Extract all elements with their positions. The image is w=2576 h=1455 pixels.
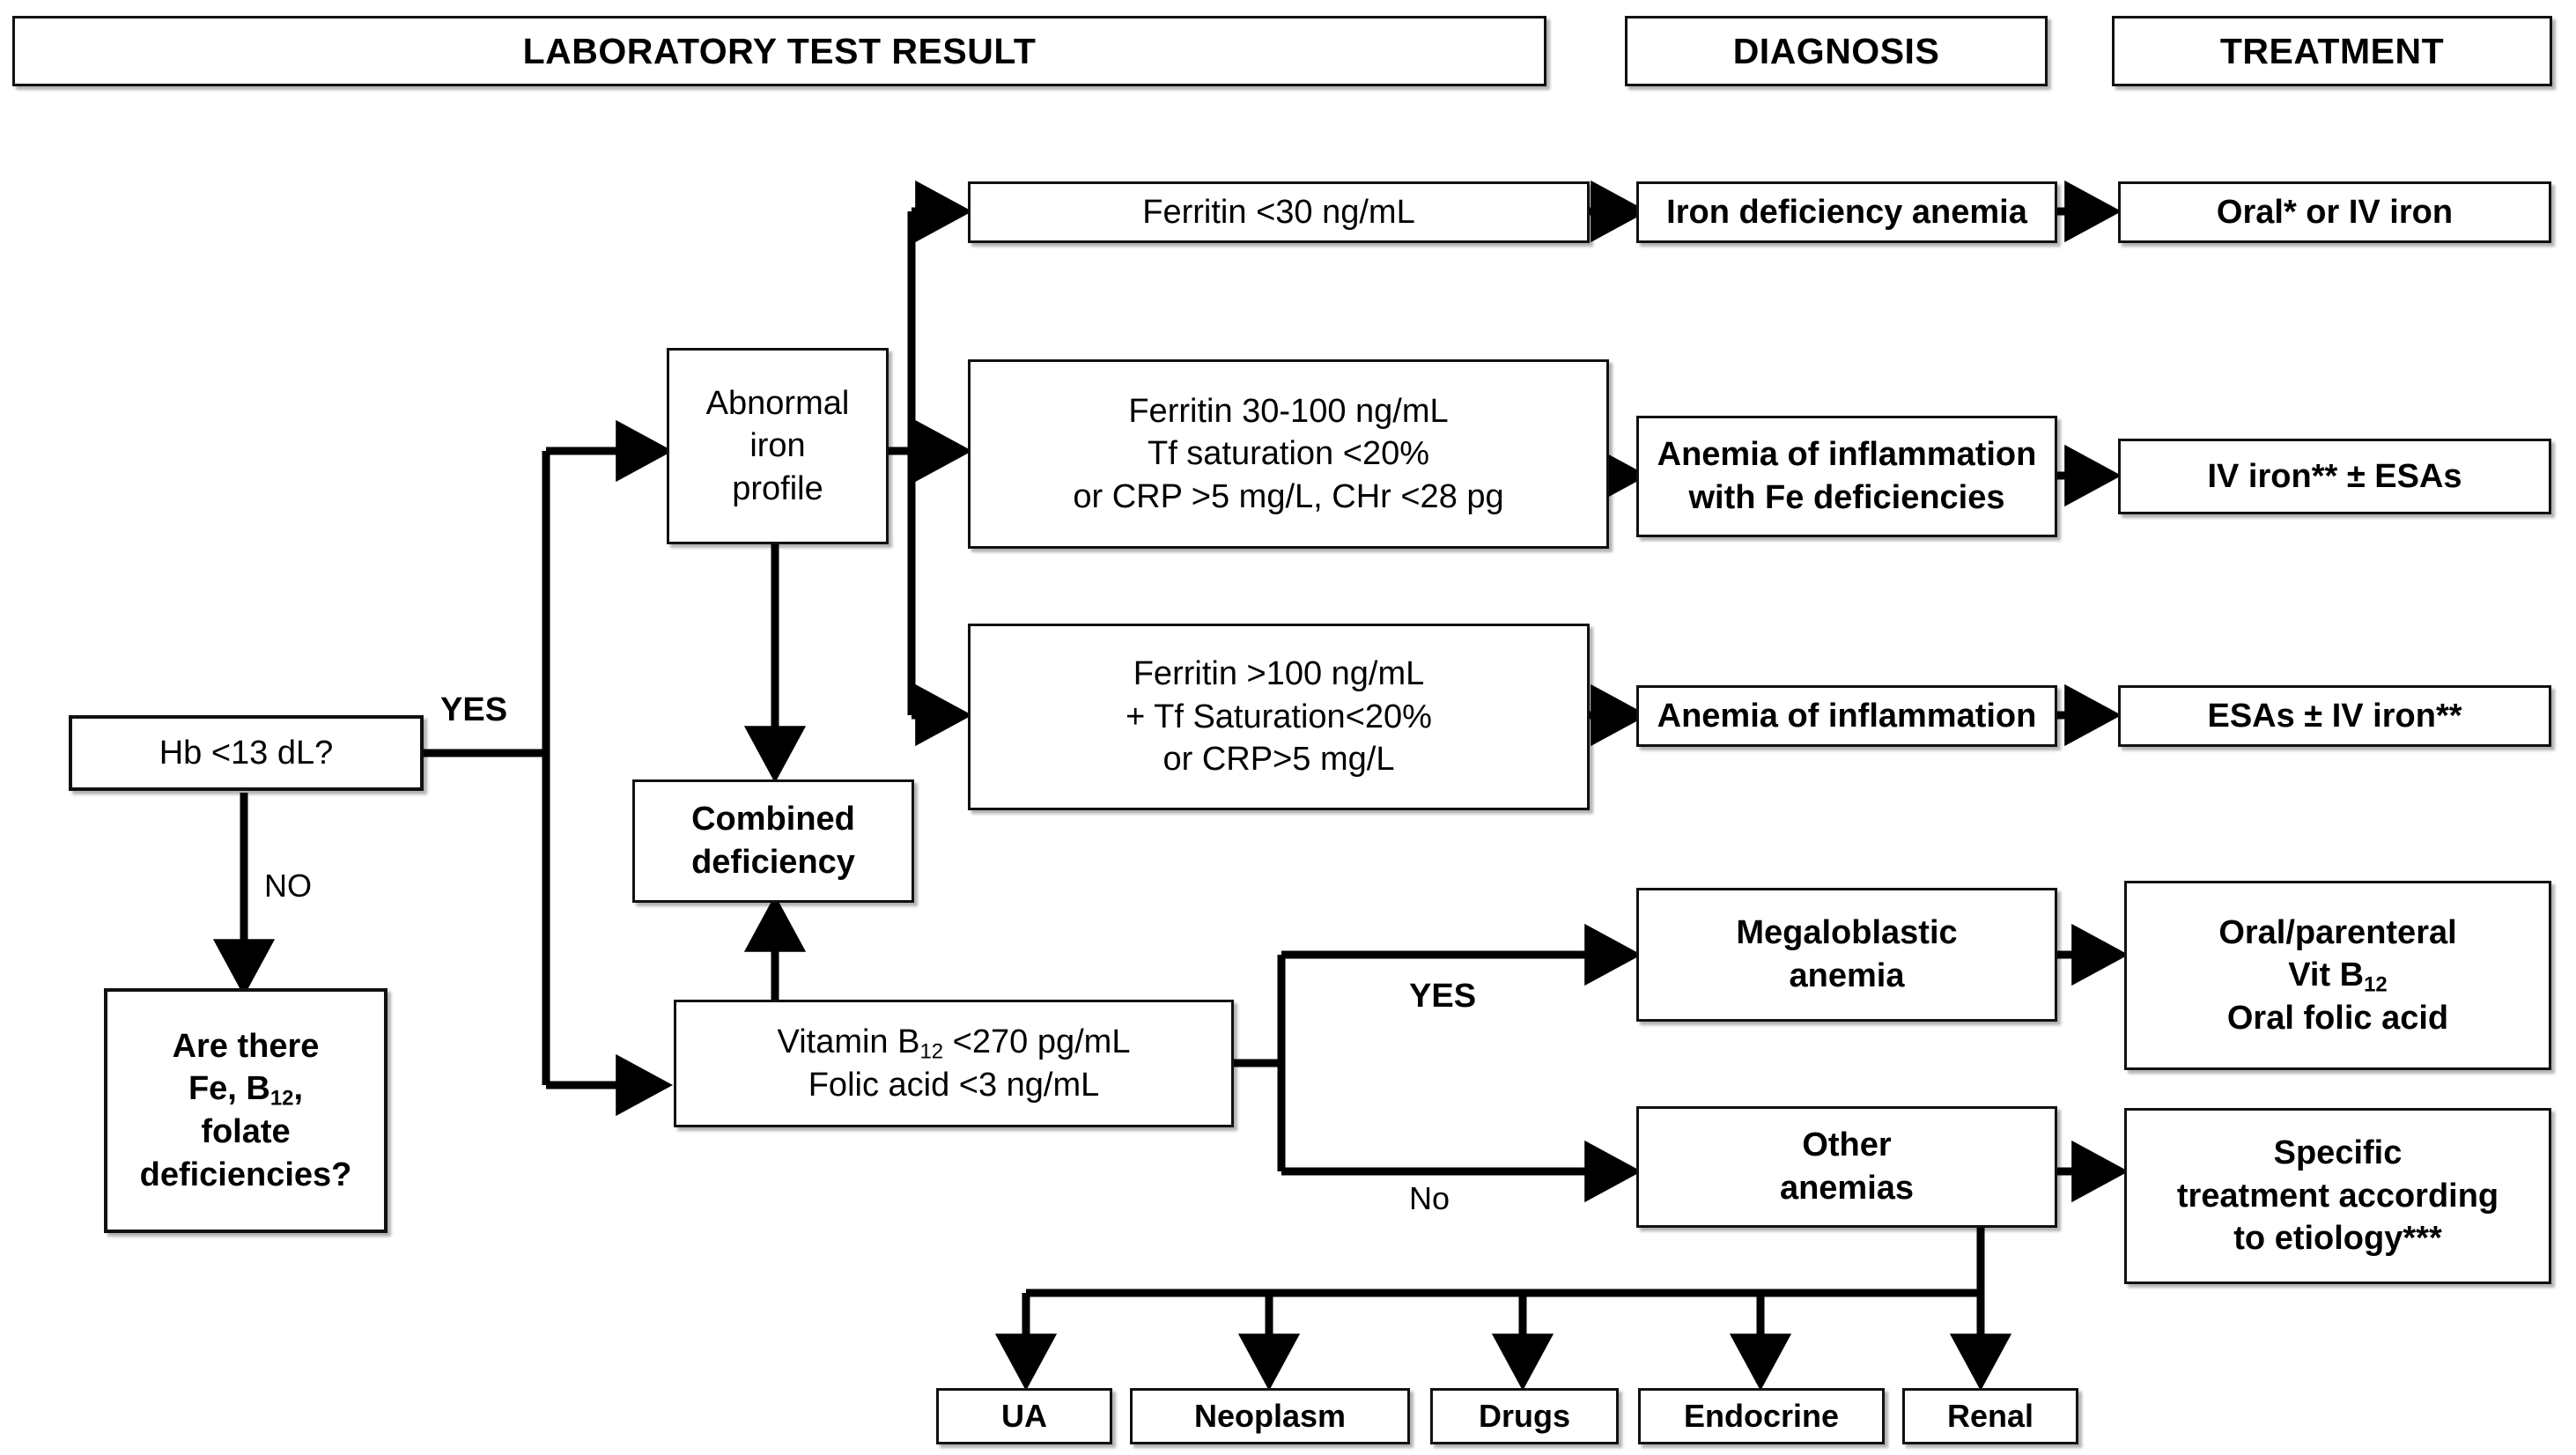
node-treatment-iv-iron-esas-label: IV iron** ± ESAs [2207, 457, 2462, 495]
node-ferritin-low[interactable]: Ferritin <30 ng/mL [968, 181, 1590, 243]
edge-label-yes-hb: YES [440, 691, 508, 728]
column-header-laboratory: LABORATORY TEST RESULT [12, 16, 1546, 86]
node-diagnosis-other-anemias-line1: Other [1802, 1126, 1892, 1164]
node-ferritin-high-line3: or CRP>5 mg/L [1163, 741, 1395, 779]
edge-label-yes-b12: YES [1409, 978, 1477, 1015]
node-abnormal-iron-profile-line1: Abnormal [705, 384, 850, 422]
node-ferritin-mid-line3: or CRP >5 mg/L, CHr <28 pg [1073, 477, 1504, 515]
node-treatment-oral-iv-iron-label: Oral* or IV iron [2216, 193, 2454, 231]
node-combined-deficiency-line2: deficiency [691, 844, 855, 881]
node-etiology-renal[interactable]: Renal [1902, 1388, 2078, 1444]
node-etiology-ua-label: UA [1001, 1397, 1047, 1434]
node-hb-question-label: Hb <13 dL? [159, 734, 334, 772]
column-header-treatment: TREATMENT [2112, 16, 2552, 86]
node-vitamin-b12-folate[interactable]: Vitamin B12 <270 pg/mL Folic acid <3 ng/… [674, 1000, 1234, 1127]
node-ferritin-mid-line2: Tf saturation <20% [1147, 435, 1429, 473]
node-ferritin-high-line2: + Tf Saturation<20% [1126, 698, 1432, 735]
node-treatment-vitamin-b12-line2: Vit B12 [2288, 956, 2388, 997]
node-deficiency-question-line4: deficiencies? [139, 1156, 352, 1193]
node-treatment-iv-iron-esas[interactable]: IV iron** ± ESAs [2118, 439, 2551, 514]
node-vitamin-b12-line2: Folic acid <3 ng/mL [808, 1066, 1100, 1104]
node-ferritin-high-line1: Ferritin >100 ng/mL [1133, 655, 1425, 693]
column-header-diagnosis-label: DIAGNOSIS [1732, 30, 1940, 71]
node-treatment-esas-iv-iron-label: ESAs ± IV iron** [2207, 697, 2462, 735]
node-etiology-endocrine[interactable]: Endocrine [1638, 1388, 1885, 1444]
node-diagnosis-other-anemias-line2: anemias [1779, 1170, 1915, 1207]
node-abnormal-iron-profile-line2: iron [749, 427, 806, 465]
node-treatment-esas-iv-iron[interactable]: ESAs ± IV iron** [2118, 685, 2551, 747]
node-deficiency-question-line2: Fe, B12, [188, 1070, 304, 1112]
node-etiology-renal-label: Renal [1946, 1397, 2034, 1434]
node-etiology-endocrine-label: Endocrine [1683, 1397, 1840, 1434]
node-treatment-oral-iv-iron[interactable]: Oral* or IV iron [2118, 181, 2551, 243]
node-ferritin-mid[interactable]: Ferritin 30-100 ng/mL Tf saturation <20%… [968, 359, 1609, 549]
node-etiology-neoplasm-label: Neoplasm [1193, 1397, 1347, 1434]
edge-label-no-hb: NO [264, 868, 312, 904]
node-deficiency-question-line1: Are there [172, 1027, 320, 1065]
node-diagnosis-iron-deficiency-anemia[interactable]: Iron deficiency anemia [1636, 181, 2057, 243]
node-abnormal-iron-profile-line3: profile [732, 469, 823, 507]
node-treatment-specific-etiology[interactable]: Specific treatment according to etiology… [2124, 1108, 2551, 1284]
node-diagnosis-megaloblastic-anemia[interactable]: Megaloblastic anemia [1636, 888, 2057, 1022]
node-diagnosis-other-anemias[interactable]: Other anemias [1636, 1106, 2057, 1228]
column-header-laboratory-label: LABORATORY TEST RESULT [522, 30, 1037, 71]
node-treatment-vitamin-b12[interactable]: Oral/parenteral Vit B12 Oral folic acid [2124, 881, 2551, 1070]
node-treatment-specific-etiology-line1: Specific [2273, 1134, 2403, 1172]
node-ferritin-low-label: Ferritin <30 ng/mL [1142, 193, 1415, 231]
edge-label-no-b12: No [1409, 1180, 1450, 1216]
node-diagnosis-anemia-inflammation-fe-line2: with Fe deficiencies [1688, 479, 2005, 516]
node-ferritin-high[interactable]: Ferritin >100 ng/mL + Tf Saturation<20% … [968, 624, 1590, 810]
node-diagnosis-anemia-inflammation-fe-line1: Anemia of inflammation [1657, 436, 2037, 474]
node-vitamin-b12-line1: Vitamin B12 <270 pg/mL [777, 1023, 1131, 1064]
subscript-12: 12 [919, 1039, 944, 1064]
node-combined-deficiency[interactable]: Combined deficiency [632, 779, 914, 903]
node-diagnosis-anemia-inflammation-fe[interactable]: Anemia of inflammation with Fe deficienc… [1636, 416, 2057, 537]
node-treatment-specific-etiology-line3: to etiology*** [2233, 1220, 2442, 1258]
subscript-12: 12 [2364, 972, 2388, 997]
node-treatment-specific-etiology-line2: treatment according [2176, 1177, 2499, 1215]
node-hb-question[interactable]: Hb <13 dL? [69, 715, 424, 791]
node-etiology-drugs[interactable]: Drugs [1430, 1388, 1619, 1444]
node-diagnosis-megaloblastic-anemia-line1: Megaloblastic [1736, 914, 1958, 952]
node-diagnosis-iron-deficiency-anemia-label: Iron deficiency anemia [1666, 193, 2027, 231]
node-etiology-ua[interactable]: UA [936, 1388, 1112, 1444]
node-diagnosis-megaloblastic-anemia-line2: anemia [1789, 957, 1905, 994]
subscript-12: 12 [269, 1087, 294, 1112]
column-header-diagnosis: DIAGNOSIS [1625, 16, 2048, 86]
node-etiology-drugs-label: Drugs [1478, 1397, 1570, 1434]
node-diagnosis-anemia-inflammation[interactable]: Anemia of inflammation [1636, 685, 2057, 747]
node-treatment-vitamin-b12-line3: Oral folic acid [2226, 999, 2449, 1037]
node-abnormal-iron-profile[interactable]: Abnormal iron profile [667, 348, 889, 544]
node-deficiency-question[interactable]: Are there Fe, B12, folate deficiencies? [104, 988, 388, 1233]
node-etiology-neoplasm[interactable]: Neoplasm [1130, 1388, 1410, 1444]
node-ferritin-mid-line1: Ferritin 30-100 ng/mL [1128, 392, 1449, 430]
node-deficiency-question-line3: folate [201, 1113, 291, 1150]
node-combined-deficiency-line1: Combined [691, 801, 855, 838]
column-header-treatment-label: TREATMENT [2219, 30, 2445, 71]
node-diagnosis-anemia-inflammation-label: Anemia of inflammation [1657, 697, 2037, 735]
node-treatment-vitamin-b12-line1: Oral/parenteral [2218, 913, 2457, 951]
